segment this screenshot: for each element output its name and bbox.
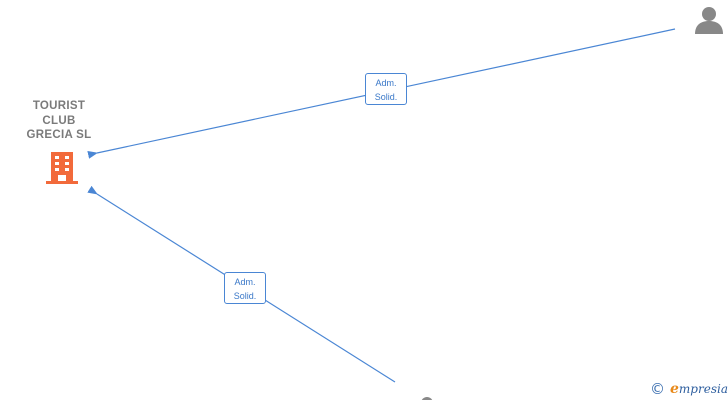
brand-initial: e [670,381,679,397]
company-name-line: GRECIA SL [26,129,92,141]
relation-label-line: Solid. [233,291,257,301]
company-name-line: CLUB [42,114,76,127]
person-icon[interactable] [695,7,723,34]
relation-label-line: Solid. [374,92,398,102]
relation-label-line: Adm. [375,78,397,88]
person-icon[interactable] [421,397,433,400]
building-icon[interactable] [46,152,78,184]
relation-label[interactable]: Adm. Solid. [365,73,407,105]
relation-label-line: Adm. [234,277,256,287]
company-name-line: TOURIST [32,100,86,112]
brand-logo[interactable]: empresia [670,381,728,397]
relation-label[interactable]: Adm. Solid. [224,272,266,304]
company-name[interactable]: TOURIST CLUB GRECIA SL [14,99,104,143]
copyright-icon: © [650,380,665,398]
brand-text: mpresia [678,382,728,396]
